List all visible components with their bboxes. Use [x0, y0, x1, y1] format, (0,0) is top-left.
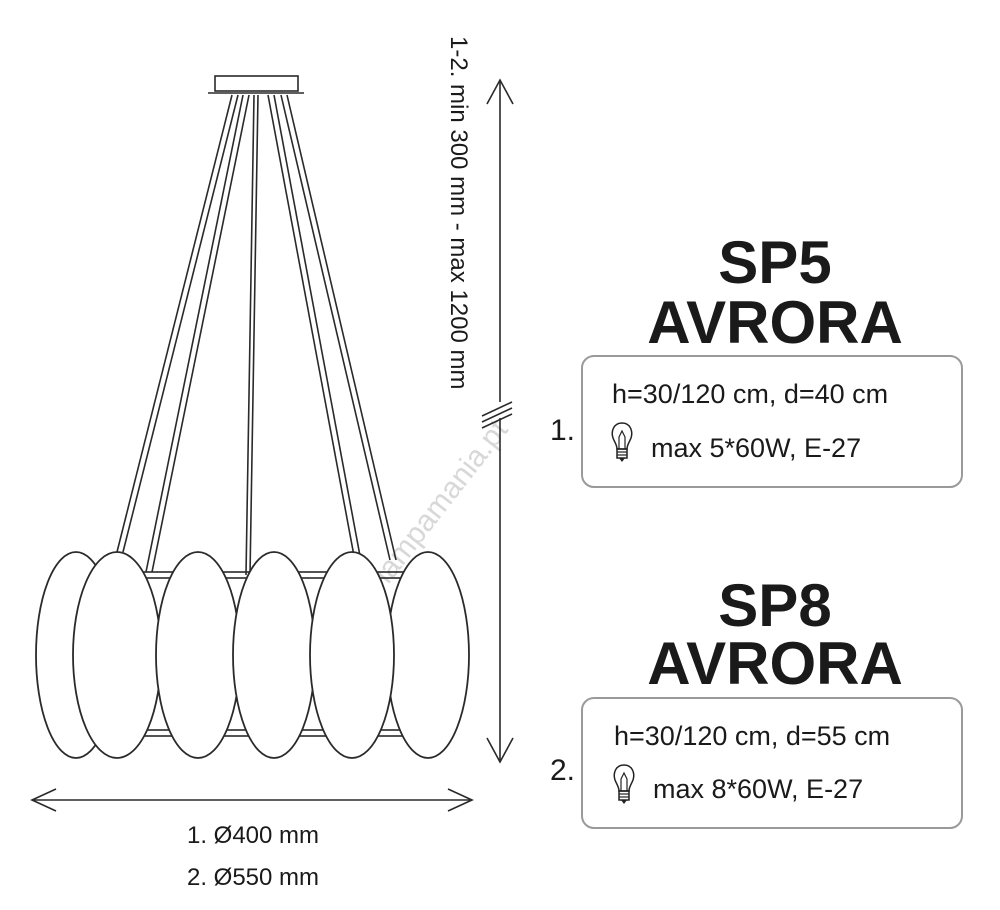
ceiling-canopy	[214, 75, 299, 92]
bulb-spec: max 8*60W, E-27	[653, 774, 863, 804]
product-name: AVRORA	[647, 630, 903, 697]
diameter-dimension-arrow	[30, 788, 474, 812]
suspension-cables	[116, 94, 397, 576]
size-spec: h=30/120 cm, d=55 cm	[614, 721, 890, 751]
spec-box	[581, 697, 963, 829]
diameter-label-2: 2. Ø550 mm	[187, 864, 319, 891]
size-spec: h=30/120 cm, d=40 cm	[612, 379, 888, 409]
height-dimension-arrow	[481, 78, 514, 764]
lamp-drawing	[35, 75, 470, 759]
product-sp5: SP5 AVRORA 1. h=30/120 cm, d=40 cm max 5…	[550, 229, 963, 488]
product-index: 2.	[550, 754, 575, 787]
product-code: SP8	[718, 572, 831, 639]
spec-box	[581, 355, 963, 488]
height-range-label: 1-2. min 300 mm - max 1200 mm	[445, 36, 472, 389]
product-index: 1.	[550, 414, 575, 447]
product-name: AVRORA	[647, 289, 903, 356]
product-code: SP5	[718, 229, 831, 296]
diameter-label-1: 1. Ø400 mm	[187, 822, 319, 849]
product-sp8: SP8 AVRORA 2. h=30/120 cm, d=55 cm max 8…	[550, 572, 963, 829]
glass-discs	[35, 551, 470, 759]
bulb-spec: max 5*60W, E-27	[651, 433, 861, 463]
